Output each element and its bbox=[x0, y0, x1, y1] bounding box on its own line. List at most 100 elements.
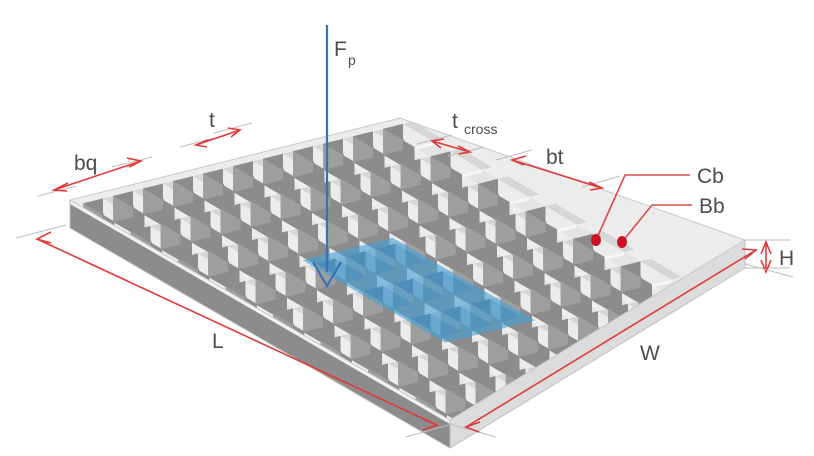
cell-cavity bbox=[208, 246, 240, 284]
dimension-h-arrowhead-top bbox=[760, 239, 772, 255]
cell-wall-left bbox=[715, 321, 745, 366]
grating-cell bbox=[655, 328, 734, 381]
cell-cavity bbox=[280, 188, 312, 227]
cell-cavity bbox=[573, 233, 605, 272]
bar-edge-highlight bbox=[657, 357, 677, 365]
load-patch-cell bbox=[393, 278, 445, 302]
cell-wall-back bbox=[685, 323, 706, 355]
bar-edge-highlight bbox=[604, 252, 625, 260]
bar-top-bearing bbox=[699, 307, 736, 322]
callout-bb-label: Bb bbox=[699, 195, 725, 218]
cell-cavity bbox=[323, 138, 355, 177]
cell-cavity bbox=[190, 211, 222, 249]
dimension-h-label: H bbox=[779, 247, 794, 270]
dimension-w-arrowhead-end bbox=[741, 248, 759, 260]
dimension-l-label: L bbox=[212, 330, 224, 353]
dimension-w bbox=[449, 248, 794, 438]
cell-cavity bbox=[203, 168, 235, 206]
cell-cavity bbox=[130, 226, 162, 264]
bar-edge-highlight bbox=[717, 342, 737, 350]
cell-cavity bbox=[548, 318, 580, 357]
cell-cavity bbox=[448, 186, 480, 224]
cell-cavity bbox=[370, 166, 402, 204]
cell-opening bbox=[716, 316, 767, 339]
bar-intersection bbox=[576, 222, 604, 234]
grating-cell bbox=[625, 336, 704, 388]
bar-top-cross bbox=[735, 313, 745, 335]
dimension-t-arrowhead-right bbox=[227, 127, 242, 138]
cell-cavity bbox=[350, 328, 382, 366]
cell-cavity bbox=[530, 283, 562, 322]
cell-cavity bbox=[400, 158, 432, 197]
cell-cavity bbox=[220, 203, 252, 241]
dimension-tcross-ext1 bbox=[416, 134, 453, 145]
load-patch-cell bbox=[470, 298, 522, 322]
plate-right-face bbox=[450, 240, 745, 448]
bar-intersection bbox=[719, 304, 745, 317]
bar-intersection bbox=[529, 194, 556, 207]
cell-cavity bbox=[173, 176, 205, 214]
bar-intersection bbox=[736, 339, 745, 352]
plate-left-rim bbox=[70, 200, 450, 424]
callout-bb-dot bbox=[617, 236, 627, 248]
bar-edge-highlight bbox=[597, 371, 617, 380]
bar-top-bearing bbox=[567, 379, 603, 394]
cell-cavity bbox=[398, 356, 430, 394]
dimension-l bbox=[15, 224, 453, 438]
grating-cell bbox=[525, 203, 604, 256]
bar-intersection bbox=[706, 347, 734, 359]
cell-cavity bbox=[620, 261, 652, 299]
cell-cavity bbox=[380, 321, 412, 359]
bar-top-cross bbox=[640, 258, 682, 280]
cell-cavity bbox=[83, 198, 115, 236]
load-area-patch bbox=[302, 237, 535, 343]
dimension-bq bbox=[37, 156, 153, 197]
cell-cavity bbox=[285, 266, 317, 304]
cell-cavity bbox=[273, 308, 305, 346]
dimension-w-arrowhead-start bbox=[463, 421, 481, 433]
load-patch-cell bbox=[423, 271, 475, 295]
bar-top-bearing bbox=[717, 342, 745, 357]
cell-cavity bbox=[578, 311, 610, 349]
grating-cell bbox=[685, 321, 745, 373]
dimension-h bbox=[745, 239, 790, 275]
dimension-h-arrowhead-bottom bbox=[760, 259, 772, 275]
cell-wall-left bbox=[655, 336, 687, 381]
dimension-t-arrowhead-left bbox=[193, 139, 209, 148]
dimension-tcross-arrowhead-left bbox=[430, 138, 445, 149]
load-patch-cell bbox=[345, 251, 397, 275]
bar-intersection bbox=[616, 369, 644, 382]
bar-top-bearing bbox=[669, 314, 706, 329]
cell-cavity bbox=[415, 391, 447, 420]
bar-top-cross bbox=[545, 203, 587, 225]
load-patch-cell bbox=[315, 258, 367, 282]
cell-cavity bbox=[293, 146, 325, 184]
force-label: F bbox=[334, 38, 347, 61]
cell-cavity bbox=[268, 231, 300, 269]
bar-edge-highlight bbox=[462, 169, 482, 178]
cell-cavity bbox=[465, 221, 497, 259]
cell-cavity bbox=[250, 196, 282, 234]
dimension-bt-arrowhead-right bbox=[588, 181, 605, 191]
cell-cavity bbox=[513, 248, 545, 287]
cell-cavity bbox=[310, 181, 342, 219]
dimension-bq-line bbox=[53, 160, 142, 191]
cell-cavity bbox=[225, 281, 257, 319]
cell-cavity bbox=[445, 383, 477, 420]
dimension-t-label: t bbox=[209, 109, 215, 132]
cell-cavity bbox=[328, 216, 360, 254]
cell-cavity bbox=[298, 223, 330, 261]
cell-cavity bbox=[418, 193, 450, 232]
dimension-bt-arrowhead-left bbox=[509, 155, 527, 166]
bar-intersection bbox=[659, 319, 686, 332]
dimension-tcross bbox=[416, 134, 485, 157]
bar-edge-highlight bbox=[567, 379, 587, 388]
dimension-w-line bbox=[465, 249, 757, 428]
force-arrow-head bbox=[312, 261, 342, 289]
cell-cavity bbox=[358, 208, 390, 247]
cell-cavity bbox=[608, 303, 640, 342]
bar-top-bearing bbox=[657, 357, 693, 372]
dimension-bq-arrowhead-right bbox=[126, 157, 144, 168]
bar-top-bearing bbox=[747, 335, 783, 349]
